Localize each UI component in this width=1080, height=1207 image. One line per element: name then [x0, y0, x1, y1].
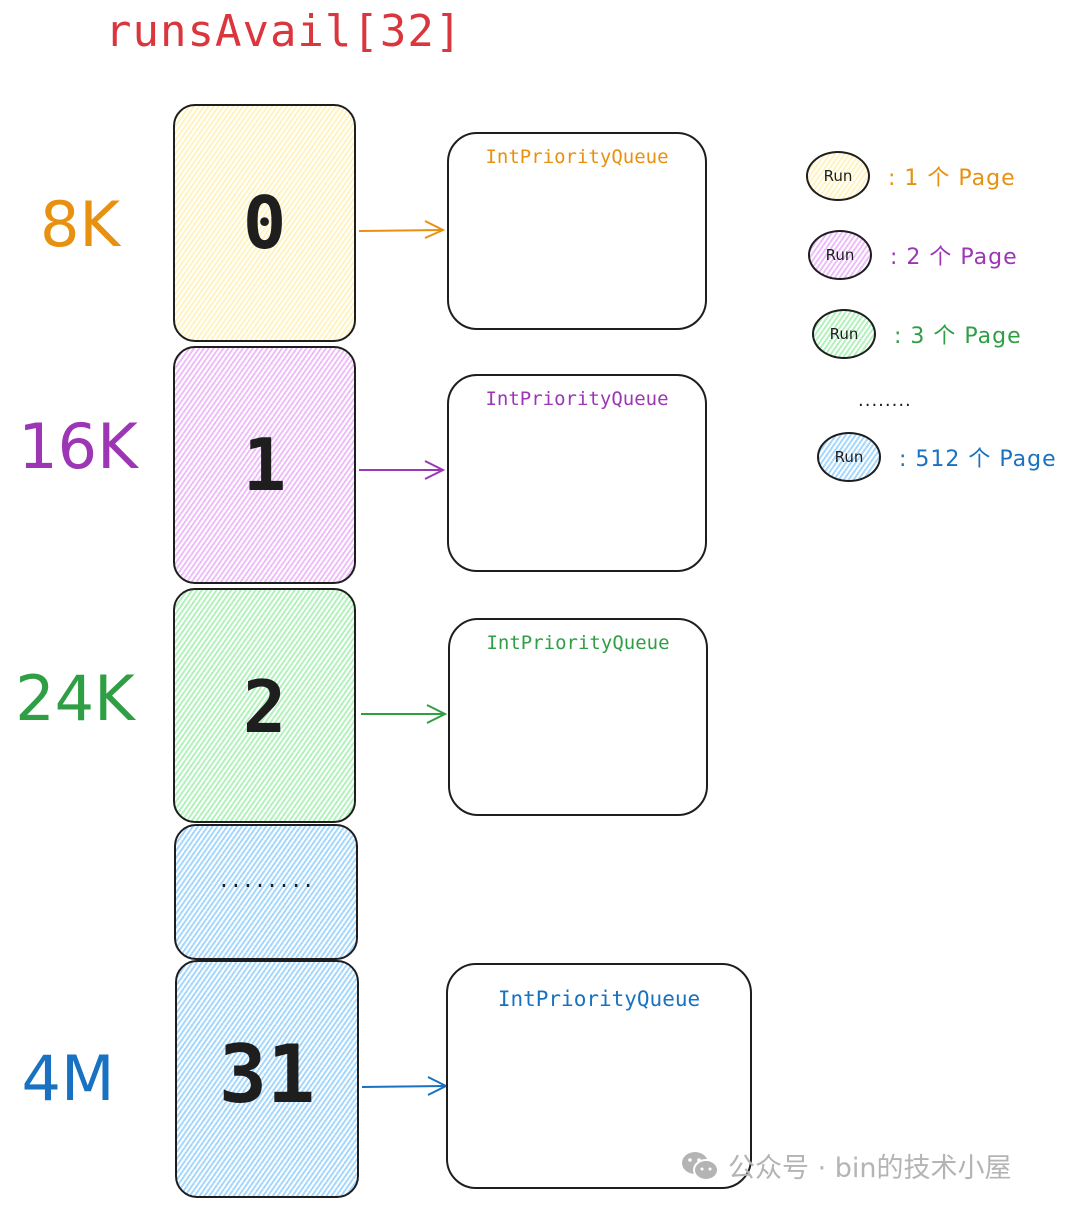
size-label-8k: 8K — [39, 188, 121, 261]
queue-label: IntPriorityQueue — [485, 388, 669, 410]
slot-ellipsis: ........ — [217, 868, 315, 892]
array-slot-31: 31 — [175, 960, 359, 1198]
legend-text: : 3 个 Page — [894, 324, 1022, 349]
legend-item-512-page: Run : 512 个 Page — [817, 432, 1057, 482]
run-bubble: Run — [817, 432, 881, 482]
queue-box-0: IntPriorityQueue — [447, 132, 707, 330]
queue-box-2: IntPriorityQueue — [448, 618, 708, 816]
legend-item-1-page: Run : 1 个 Page — [806, 151, 1016, 201]
queue-label: IntPriorityQueue — [485, 146, 669, 168]
watermark-text: 公众号 · bin的技术小屋 — [728, 1153, 1012, 1184]
slot-index: 2 — [242, 665, 287, 749]
arrow-slot-2 — [361, 704, 448, 724]
size-label-16k: 16K — [18, 410, 138, 483]
array-slot-1: 1 — [173, 346, 356, 584]
diagram-title: runsAvail[32] — [105, 6, 463, 57]
queue-box-31: IntPriorityQueue — [446, 963, 752, 1189]
run-bubble: Run — [812, 309, 876, 359]
legend-ellipsis: ........ — [858, 390, 912, 411]
slot-index: 0 — [242, 181, 287, 265]
legend-text: : 1 个 Page — [888, 166, 1016, 191]
arrow-slot-1 — [359, 460, 446, 480]
size-label-4m: 4M — [21, 1042, 115, 1115]
legend-text: : 2 个 Page — [890, 245, 1018, 270]
slot-index: 1 — [242, 423, 287, 507]
queue-label: IntPriorityQueue — [497, 987, 701, 1011]
wechat-icon — [682, 1151, 719, 1181]
queue-box-1: IntPriorityQueue — [447, 374, 707, 572]
queue-label: IntPriorityQueue — [486, 632, 670, 654]
run-bubble: Run — [806, 151, 870, 201]
array-slot-0: 0 — [173, 104, 356, 342]
run-bubble: Run — [808, 230, 872, 280]
arrow-slot-0 — [358, 220, 446, 239]
size-label-24k: 24K — [15, 662, 135, 735]
legend-item-3-page: Run : 3 个 Page — [812, 309, 1022, 359]
array-slot-2: 2 — [173, 588, 356, 823]
watermark: 公众号 · bin的技术小屋 — [680, 1146, 1012, 1185]
legend-text: : 512 个 Page — [899, 447, 1057, 472]
arrow-slot-31 — [361, 1076, 449, 1096]
legend-item-2-page: Run : 2 个 Page — [808, 230, 1018, 280]
slot-index: 31 — [218, 1028, 316, 1121]
array-slot-ellipsis: ........ — [174, 824, 358, 960]
